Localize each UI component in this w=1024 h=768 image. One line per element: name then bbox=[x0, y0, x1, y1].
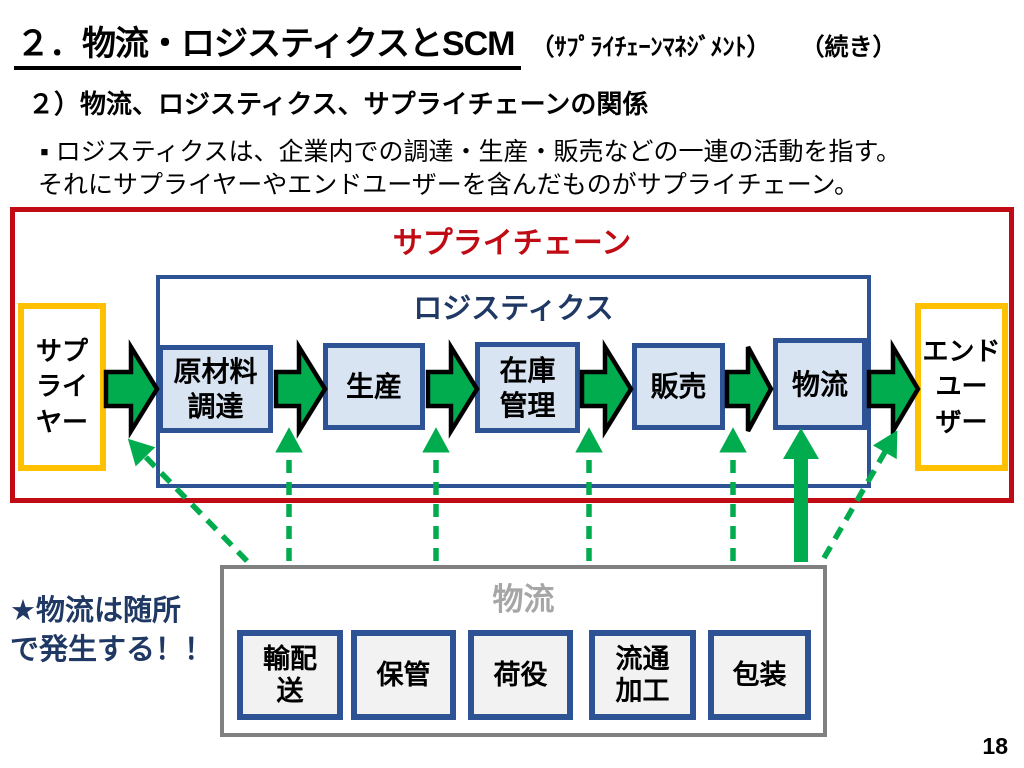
slide-title-continued: （続き） bbox=[800, 34, 897, 61]
bullet-line-1: ▪ ロジスティクスは、企業内での調達・生産・販売などの一連の活動を指す。 bbox=[40, 138, 902, 166]
butsuryu-item-packaging: 包装 bbox=[708, 630, 811, 720]
logistics-label: ロジスティクス bbox=[413, 293, 614, 325]
page-number: 18 bbox=[982, 733, 1008, 759]
note-text: ★物流は随所 で発生する！！ bbox=[10, 595, 214, 667]
butsuryu-item-transport-delivery: 輸配 送 bbox=[237, 630, 343, 720]
butsuryu-item-storage: 保管 bbox=[351, 630, 456, 720]
supplier-box: サプ ライ ヤー bbox=[18, 303, 106, 471]
supply-chain-label: サプライチェーン bbox=[392, 227, 632, 260]
slide-title-note: （ｻﾌﾟﾗｲﾁｪｰﾝﾏﾈｼﾞﾒﾝﾄ） bbox=[530, 34, 771, 61]
flow-step-production: 生産 bbox=[323, 343, 425, 430]
butsuryu-item-cargo-handling: 荷役 bbox=[468, 630, 573, 720]
slide-title: ２．物流・ロジスティクスとSCM bbox=[14, 16, 521, 70]
flow-step-logistics: 物流 bbox=[773, 338, 867, 430]
title-bar: ２．物流・ロジスティクスとSCM （ｻﾌﾟﾗｲﾁｪｰﾝﾏﾈｼﾞﾒﾝﾄ） （続き） bbox=[14, 16, 897, 70]
butsuryu-label: 物流 bbox=[492, 582, 555, 617]
section-heading: ２）物流、ロジスティクス、サプライチェーンの関係 bbox=[28, 89, 649, 119]
flow-step-sales: 販売 bbox=[632, 343, 725, 430]
butsuryu-item-distribution-processing: 流通 加工 bbox=[589, 630, 696, 720]
flow-step-raw-material-procurement: 原材料 調達 bbox=[158, 345, 273, 433]
flow-step-inventory-management: 在庫 管理 bbox=[475, 342, 580, 433]
supply-chain-frame bbox=[10, 207, 1014, 503]
end-user-box: エンド ユー ザー bbox=[915, 303, 1008, 471]
bullet-line-2: それにサプライヤーやエンドユーザーを含んだものがサプライチェーン。 bbox=[38, 171, 860, 199]
